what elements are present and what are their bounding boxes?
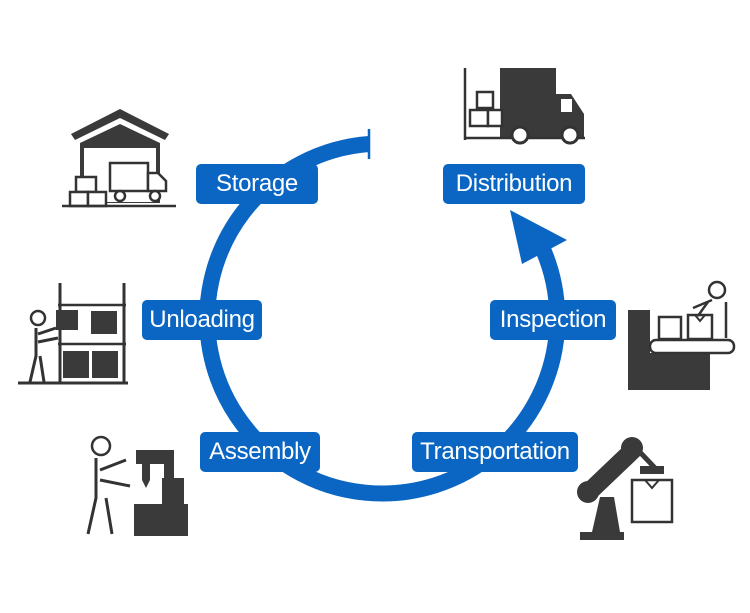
cycle-arrowhead: [510, 210, 567, 264]
step-assembly-label: Assembly: [200, 432, 320, 472]
step-storage-label: Storage: [196, 164, 318, 204]
step-transportation-label: Transportation: [412, 432, 578, 472]
step-distribution-label: Distribution: [443, 164, 585, 204]
warehouse-icon: [62, 109, 176, 208]
machine-operator-icon: [86, 435, 188, 536]
step-unloading-label: Unloading: [142, 300, 262, 340]
conveyor-worker-icon: [628, 280, 736, 390]
delivery-truck-icon: [463, 68, 585, 145]
robotic-arm-icon: [577, 437, 674, 540]
shelf-worker-icon: [18, 283, 128, 385]
step-inspection-label: Inspection: [490, 300, 616, 340]
